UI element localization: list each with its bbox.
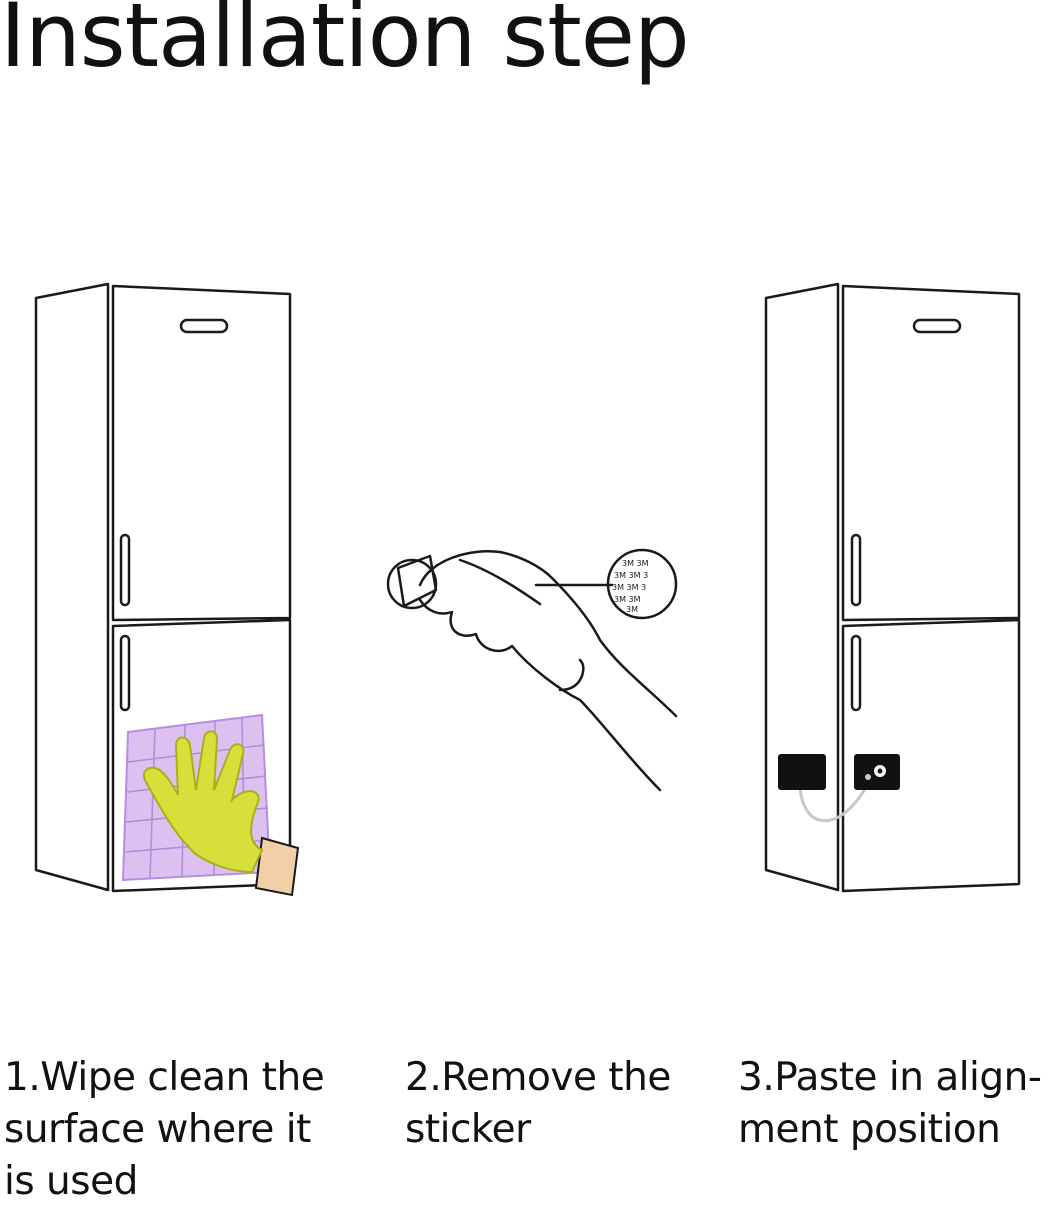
svg-text:3M 3M 3: 3M 3M 3 xyxy=(614,571,648,580)
top-handle-icon xyxy=(179,318,229,334)
fridge-lock-icon xyxy=(778,754,900,823)
svg-text:3M 3M 3: 3M 3M 3 xyxy=(612,583,646,592)
fridge-side-panel xyxy=(764,282,840,892)
peel-sticker-illustration xyxy=(386,548,678,792)
sticker-pattern: 3M 3M 3M 3M 3 3M 3M 3 3M 3M 3M xyxy=(612,559,649,614)
page-title: Installation step xyxy=(0,0,690,87)
side-handle-icon xyxy=(850,634,862,712)
fridge-top-door xyxy=(841,284,1021,622)
side-handle-icon xyxy=(850,533,862,607)
svg-text:3M 3M: 3M 3M xyxy=(622,559,649,568)
fridge-top-door xyxy=(111,284,292,622)
step-1-caption: 1.Wipe clean the surface where it is use… xyxy=(4,1055,325,1204)
step-2-caption: 2.Remove the sticker xyxy=(405,1055,671,1152)
hand-outline xyxy=(418,550,678,792)
fridge-bottom-door xyxy=(841,618,1021,893)
side-handle-icon xyxy=(119,533,131,607)
top-handle-icon xyxy=(912,318,962,334)
svg-text:3M 3M: 3M 3M xyxy=(614,595,641,604)
svg-text:3M: 3M xyxy=(626,605,638,614)
side-handle-icon xyxy=(119,634,131,712)
adhesive-sticker-icon xyxy=(606,548,678,620)
gloved-hand-icon xyxy=(142,730,300,897)
fridge-lock-illustration xyxy=(764,282,1021,893)
installation-illustration: 3M 3M 3M 3M 3 3M 3M 3 3M 3M 3M xyxy=(34,282,1021,897)
fridge-side-panel xyxy=(34,282,110,892)
step-3-caption: 3.Paste in align- ment position xyxy=(738,1055,1042,1152)
